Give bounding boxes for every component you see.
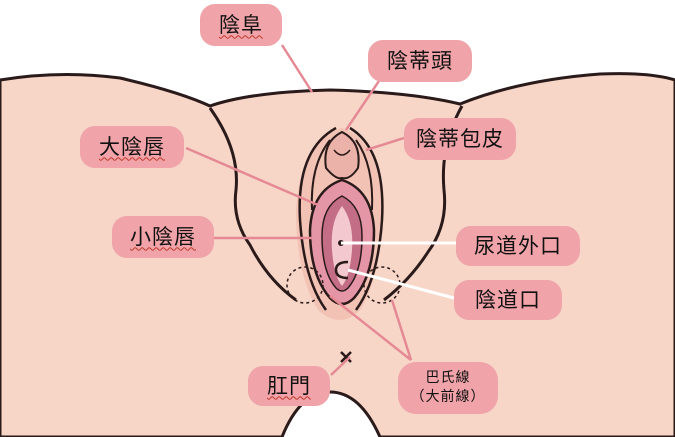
- label-bartholin-line: 巴氏線 （大前線）: [398, 362, 498, 414]
- label-urethral-opening: 尿道外口: [456, 226, 580, 266]
- bartholin-line-1: 巴氏線: [426, 369, 471, 388]
- label-labia-majora: 大陰唇: [80, 126, 184, 168]
- label-labia-minora: 小陰唇: [112, 216, 214, 258]
- label-clitoral-hood: 陰蒂包皮: [404, 118, 516, 160]
- label-vaginal-opening: 陰道口: [454, 280, 562, 320]
- label-clitoris-glans: 陰蒂頭: [368, 40, 472, 82]
- label-anus: 肛門: [248, 366, 330, 406]
- label-mons-pubis: 陰阜: [200, 4, 282, 46]
- bartholin-line-2: （大前線）: [411, 388, 486, 407]
